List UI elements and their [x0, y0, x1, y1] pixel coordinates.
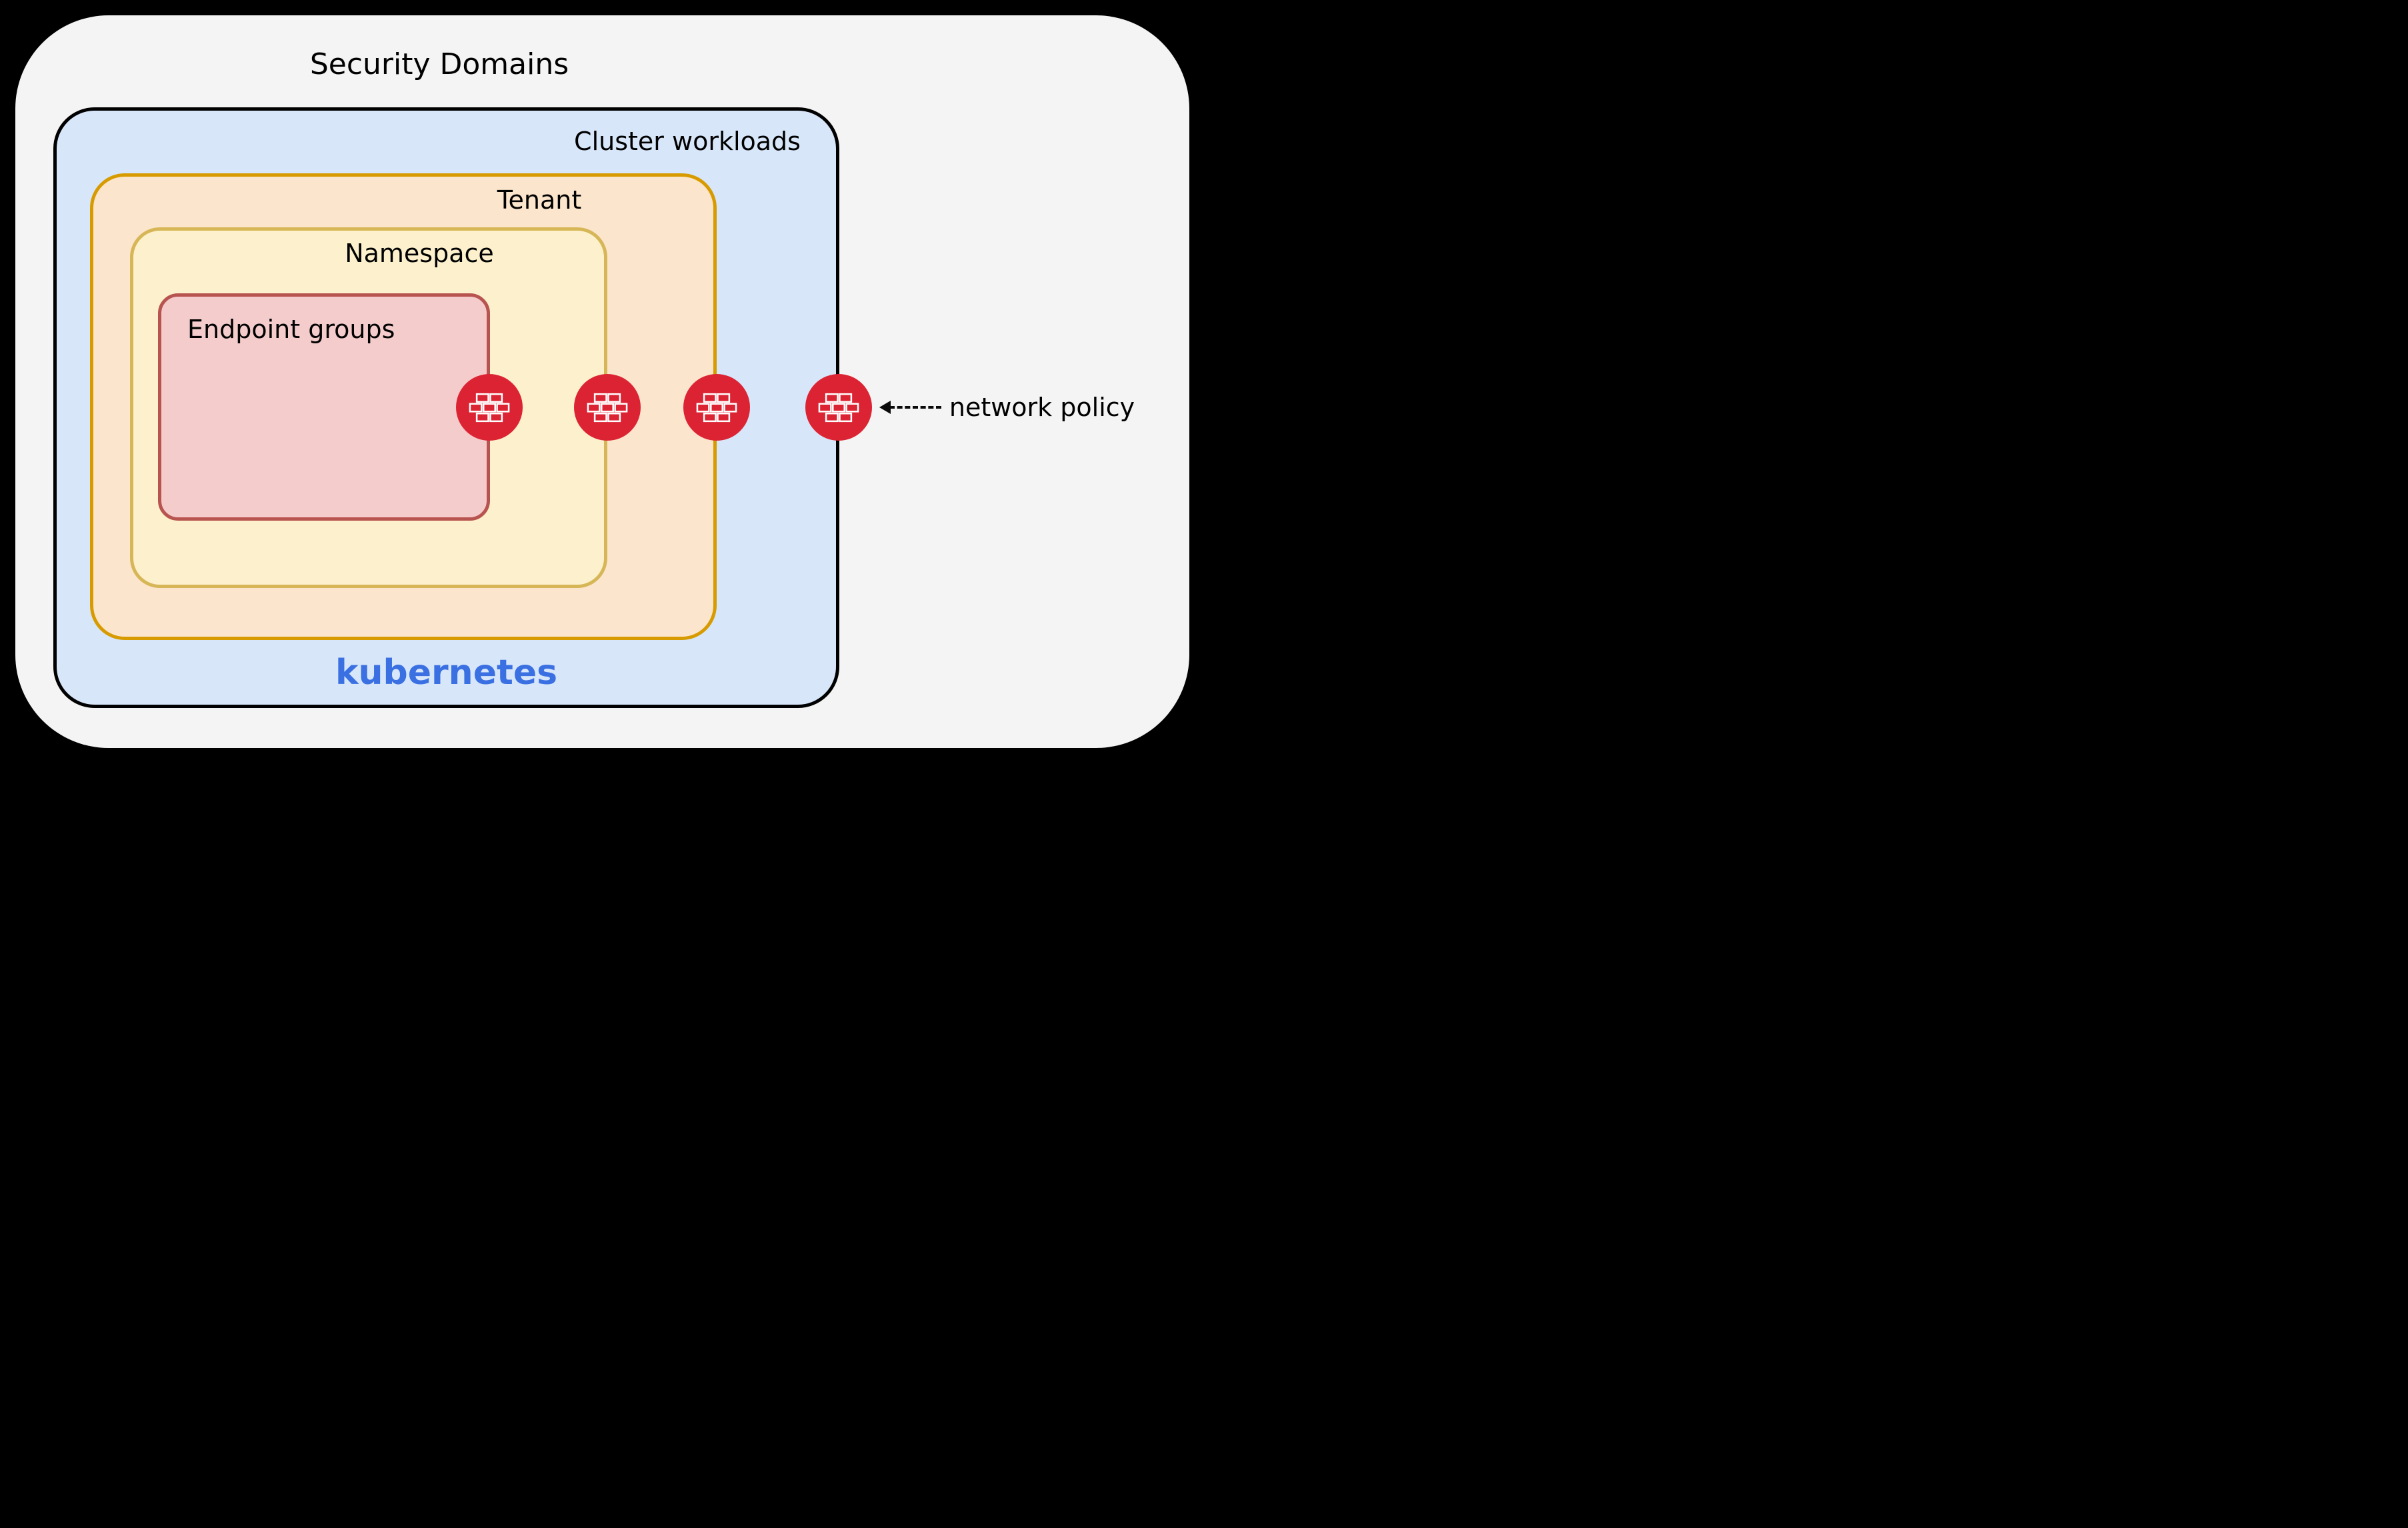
network-policy-label: network policy	[949, 393, 1135, 422]
kubernetes-wordmark: kubernetes	[335, 653, 558, 693]
endpoint-groups-box: Endpoint groups	[158, 293, 490, 521]
arrow-head-icon	[879, 401, 891, 414]
diagram-title: Security Domains	[309, 47, 569, 81]
firewall-icon	[683, 374, 750, 441]
namespace-label: Namespace	[345, 239, 494, 268]
firewall-brick-icon	[469, 393, 510, 422]
firewall-icon	[805, 374, 872, 441]
arrow-dashed-line	[889, 406, 941, 409]
firewall-brick-icon	[818, 393, 859, 422]
firewall-icon	[574, 374, 641, 441]
firewall-brick-icon	[587, 393, 628, 422]
firewall-brick-icon	[696, 393, 737, 422]
security-domains-panel: Security Domains Cluster workloads Tenan…	[15, 15, 1189, 748]
firewall-icon	[456, 374, 523, 441]
tenant-label: Tenant	[497, 185, 582, 215]
endpoint-groups-label: Endpoint groups	[187, 315, 395, 344]
namespace-box: Namespace Endpoint groups	[130, 227, 607, 588]
cluster-workloads-label: Cluster workloads	[574, 127, 801, 156]
